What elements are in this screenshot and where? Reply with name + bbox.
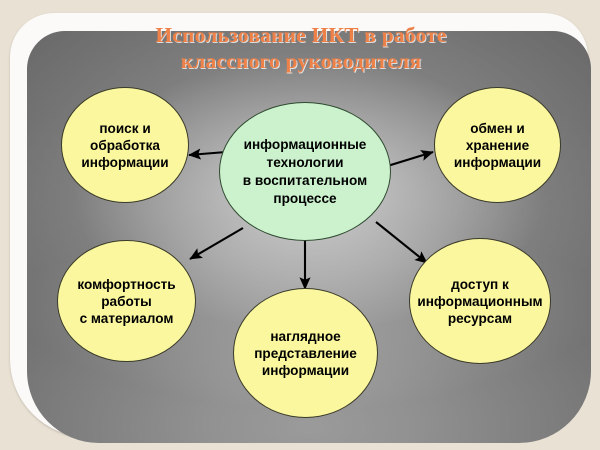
node-label: наглядное представление информации [254, 328, 357, 378]
node-exchange-storage[interactable]: обмен и хранение информации [434, 87, 561, 203]
node-access-to-resources[interactable]: доступ к информационным ресурсам [409, 238, 551, 364]
node-search-processing[interactable]: поиск и обработка информации [61, 87, 189, 203]
node-center-information-technologies[interactable]: информационные технологии в воспитательн… [219, 102, 391, 241]
node-label: обмен и хранение информации [453, 120, 542, 170]
slide-title: Использование ИКТ в работе классного рук… [155, 23, 447, 73]
node-label: доступ к информационным ресурсам [417, 276, 543, 326]
node-visual-presentation[interactable]: наглядное представление информации [233, 288, 378, 418]
node-label: комфортность работы с материалом [77, 276, 176, 326]
node-comfort-of-work[interactable]: комфортность работы с материалом [57, 240, 196, 362]
node-label: информационные технологии в воспитательн… [242, 136, 368, 206]
node-label: поиск и обработка информации [81, 120, 169, 170]
